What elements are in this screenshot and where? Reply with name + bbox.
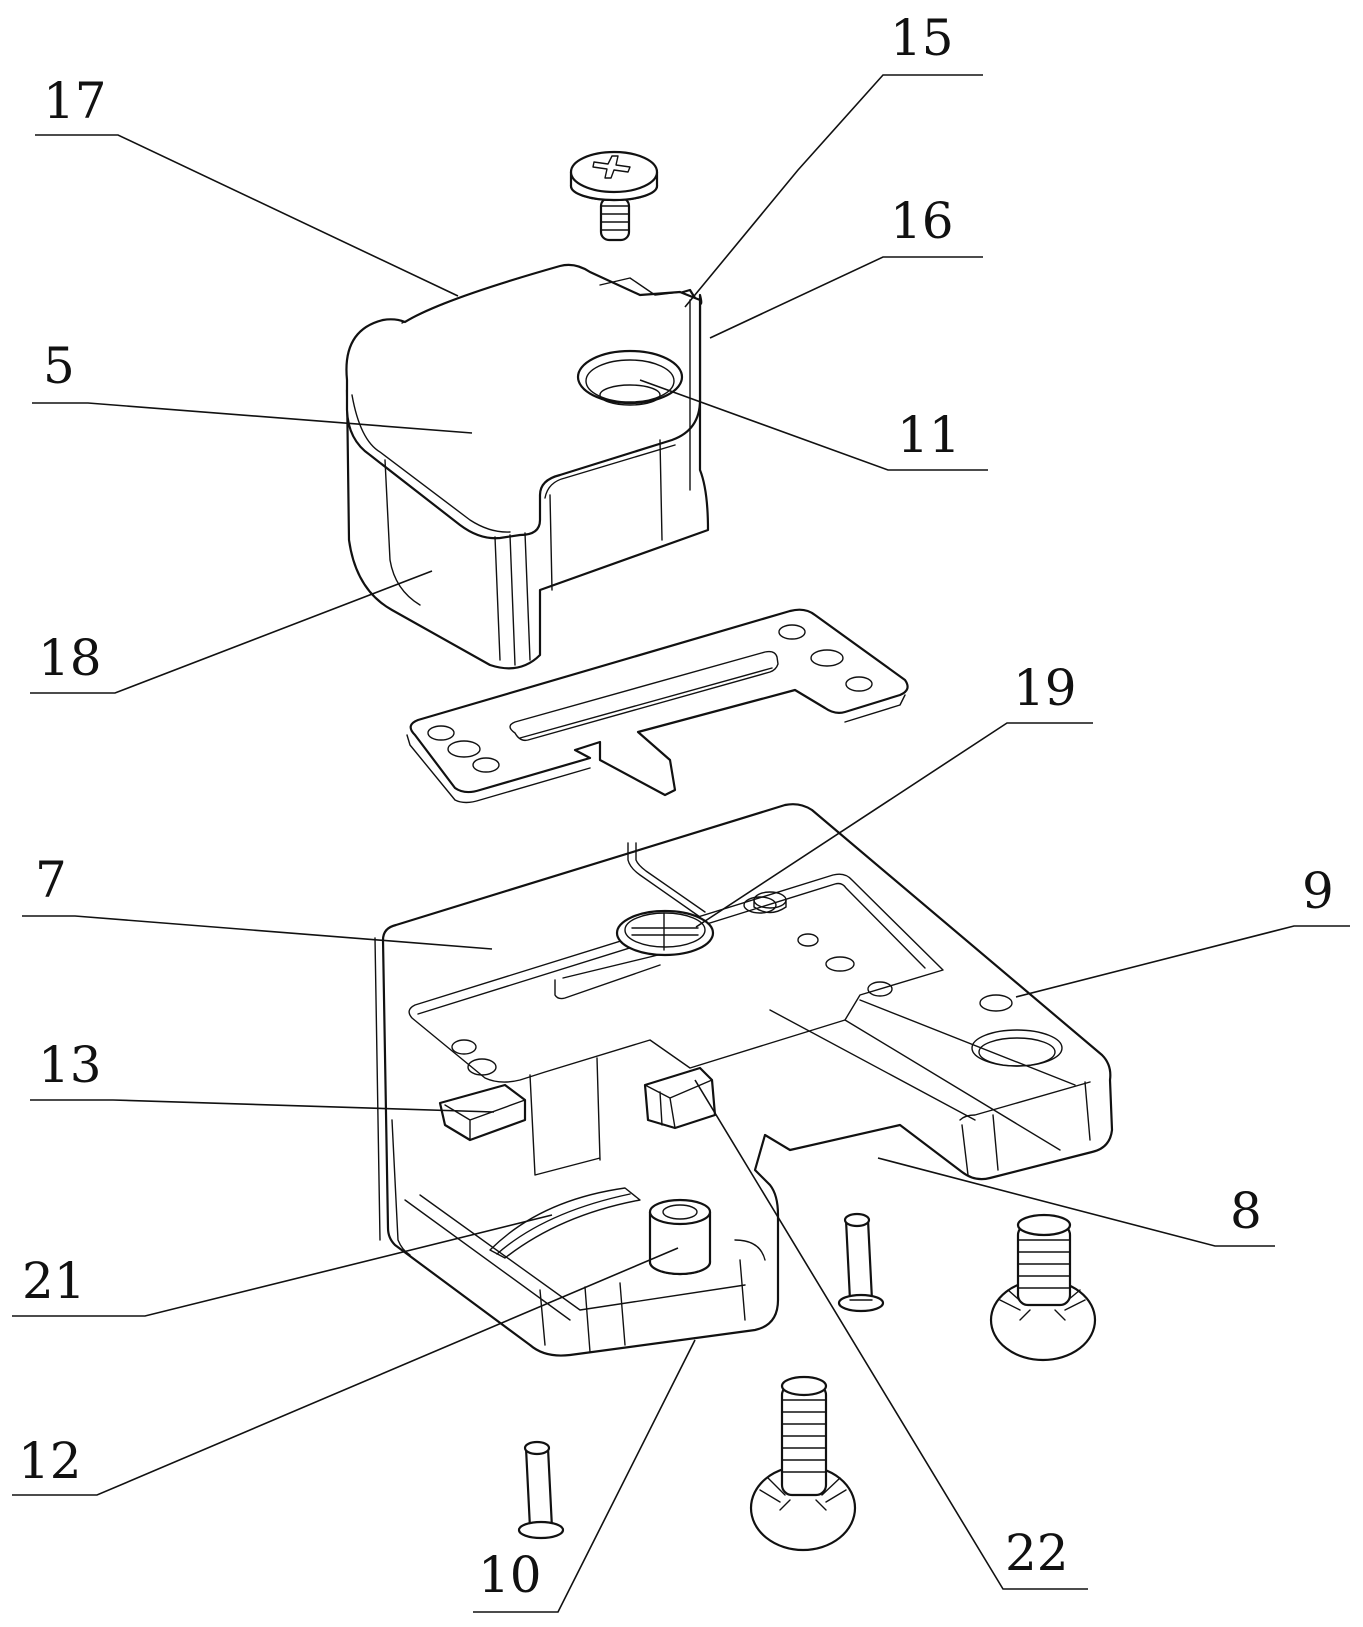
label-17: 17 <box>43 72 107 130</box>
label-13: 13 <box>38 1036 102 1094</box>
leader-22 <box>694 1079 1088 1590</box>
label-21: 21 <box>22 1252 86 1310</box>
torsion-spring <box>554 842 787 1000</box>
label-9: 9 <box>1302 862 1334 920</box>
leader-7 <box>22 915 493 950</box>
label-16: 16 <box>890 192 954 250</box>
label-11: 11 <box>897 406 961 464</box>
leader-11 <box>639 379 988 471</box>
leader-19 <box>695 722 1093 928</box>
label-15: 15 <box>890 9 954 67</box>
label-18: 18 <box>38 629 102 687</box>
leader-8 <box>877 1157 1275 1247</box>
label-5: 5 <box>43 337 75 395</box>
pin-left <box>517 1440 565 1540</box>
leader-21 <box>12 1214 553 1317</box>
leader-16 <box>709 256 983 339</box>
label-8: 8 <box>1230 1182 1262 1240</box>
pin-right <box>837 1212 885 1313</box>
label-7: 7 <box>35 851 67 909</box>
label-12: 12 <box>18 1432 82 1490</box>
base-housing <box>374 803 1114 1357</box>
label-10: 10 <box>478 1546 542 1604</box>
leader-17 <box>35 134 459 297</box>
label-22: 22 <box>1005 1524 1069 1582</box>
top-screw <box>569 150 659 242</box>
leader-18 <box>30 570 433 694</box>
leader-5 <box>32 402 473 434</box>
slide-plate <box>406 608 909 804</box>
leader-13 <box>30 1099 495 1113</box>
leader-9 <box>1015 925 1350 998</box>
reference-numerals: 17 15 16 5 11 18 19 7 9 13 8 21 12 10 22 <box>18 9 1334 1604</box>
leader-12 <box>12 1247 679 1496</box>
screw-right <box>989 1213 1097 1362</box>
screw-bottom <box>749 1375 857 1552</box>
upper-cover <box>345 263 710 670</box>
label-19: 19 <box>1013 659 1077 717</box>
leader-15 <box>684 74 983 308</box>
leader-10 <box>473 1339 696 1613</box>
leader-lines <box>12 74 1350 1613</box>
